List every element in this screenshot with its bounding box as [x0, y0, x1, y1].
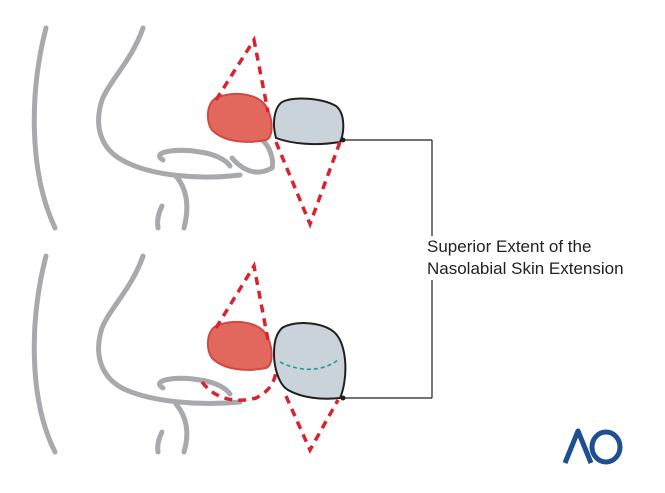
bottom-gray-flap	[272, 322, 347, 400]
ao-logo: AO	[562, 425, 624, 469]
top-alar-base-contour	[229, 137, 275, 175]
callout-label: Superior Extent of the Nasolabial Skin E…	[427, 236, 663, 280]
bottom-face-cheek-contour	[31, 253, 58, 455]
top-red-defect	[206, 93, 273, 143]
bottom-nostril-curl	[157, 375, 233, 397]
top-panel	[31, 25, 346, 231]
bottom-nose-profile	[96, 253, 243, 406]
callout-label-line1: Superior Extent of the	[427, 237, 592, 256]
top-dashed-v	[274, 141, 342, 229]
callout-label-line2: Nasolabial Skin Extension	[427, 259, 624, 278]
bottom-dashed-v	[284, 395, 340, 454]
callout-bracket	[343, 139, 433, 399]
top-nostril-curl	[157, 147, 233, 169]
ao-logo-text: AO	[593, 465, 595, 468]
top-gray-flap	[273, 97, 345, 146]
top-nose-profile	[96, 25, 243, 180]
top-face-cheek-contour	[31, 25, 58, 231]
bottom-inset-dashed-line	[279, 359, 339, 371]
top-upper-lip	[173, 173, 190, 231]
top-lip-stub	[155, 203, 165, 231]
bottom-dashed-alar-loop	[200, 371, 278, 403]
bottom-lip-stub	[155, 429, 165, 455]
ao-logo-o-mark	[589, 429, 623, 465]
top-dashed-triangle	[214, 35, 270, 113]
bottom-upper-lip	[173, 401, 190, 455]
ao-logo-a-mark	[562, 428, 594, 464]
bottom-dashed-triangle	[214, 261, 270, 341]
bottom-red-defect	[206, 321, 273, 371]
bottom-panel	[31, 253, 347, 455]
